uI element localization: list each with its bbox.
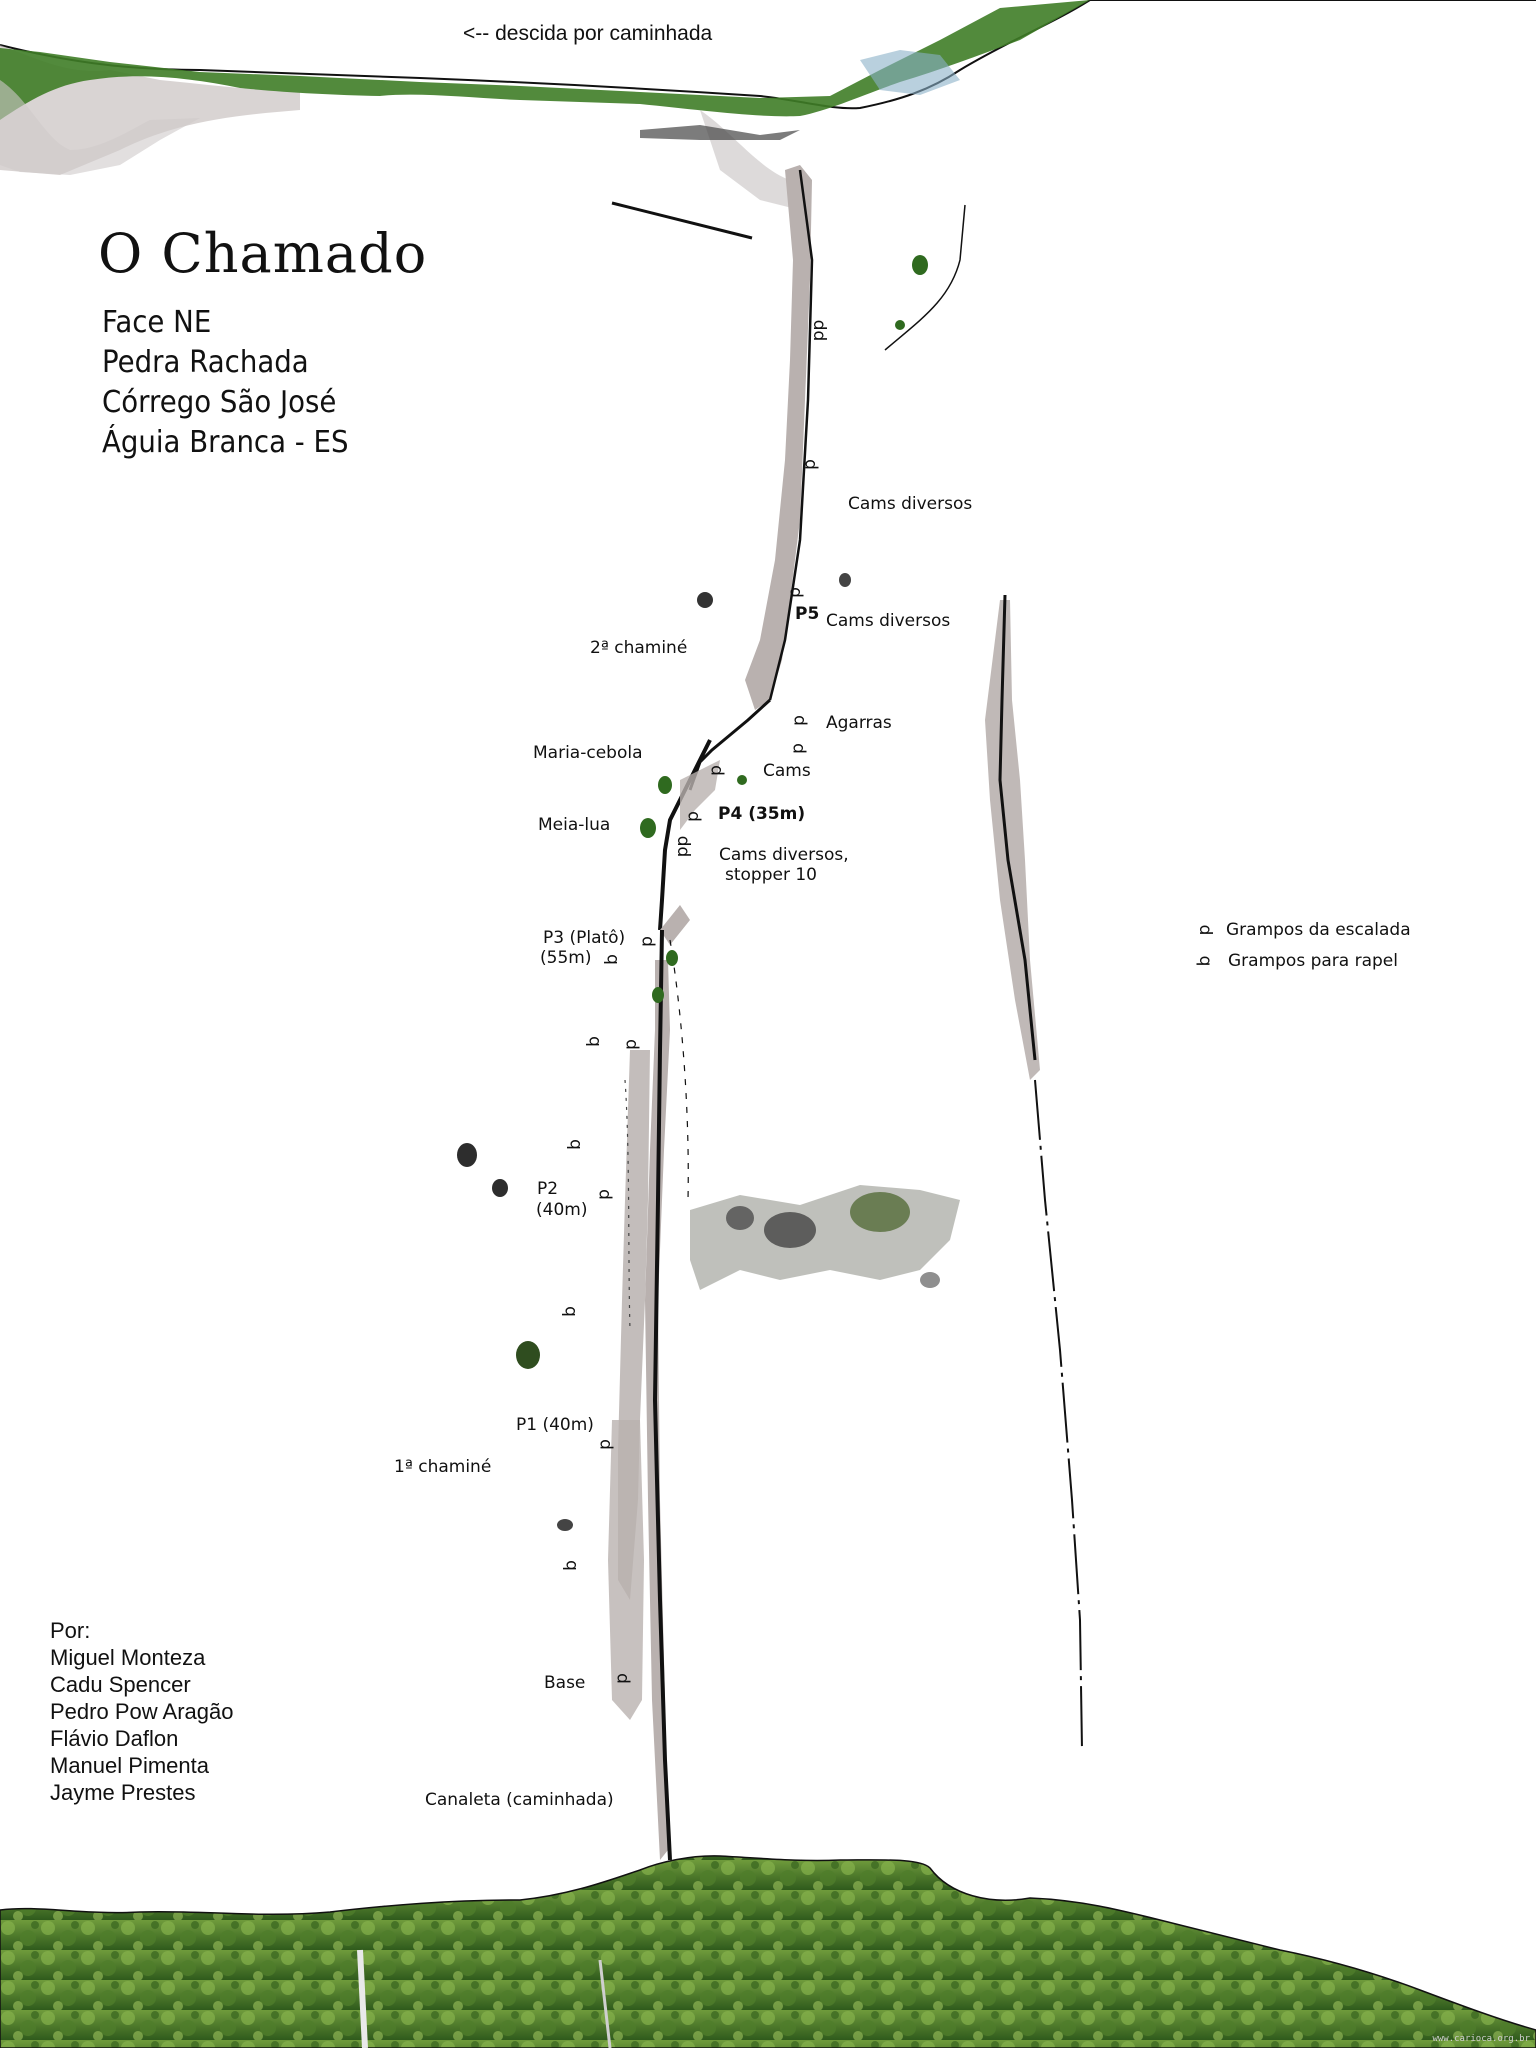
legend-b-text: Grampos para rapel (1228, 951, 1398, 971)
right-crack (985, 595, 1082, 1750)
lower-crack (608, 930, 688, 1860)
legend-p-symbol: p (1194, 925, 1214, 936)
bolt-b-2: b (586, 1036, 603, 1047)
author-name: Cadu Spencer (50, 1672, 191, 1698)
legend-b-symbol: b (1194, 956, 1214, 967)
label-p1: P1 (40m) (516, 1415, 594, 1435)
bolt-p-10: p (597, 1439, 614, 1450)
info-locality: Córrego São José (102, 385, 336, 420)
bolt-b-4: b (562, 1306, 579, 1317)
label-base: Base (544, 1673, 585, 1693)
bolt-p-4: p (790, 743, 807, 754)
label-chimney-2: 2ª chaminé (590, 638, 687, 658)
watermark: www.carioca.org.br (1432, 2034, 1530, 2044)
bolt-b-1: b (604, 954, 621, 965)
legend-p-text: Grampos da escalada (1226, 920, 1411, 940)
label-p3-line1: P3 (Platô) (543, 928, 625, 948)
label-p2-line2: (40m) (536, 1200, 587, 1220)
label-cams: Cams (763, 761, 811, 781)
author-name: Miguel Monteza (50, 1645, 205, 1671)
upper-crack (660, 165, 812, 945)
authors-heading: Por: (50, 1618, 90, 1644)
bolt-p-11: p (614, 1673, 631, 1684)
bolt-p-3: p (791, 715, 808, 726)
label-agarras: Agarras (826, 713, 892, 733)
bolt-b-3: b (567, 1139, 584, 1150)
author-name: Manuel Pimenta (50, 1753, 209, 1779)
author-name: Pedro Pow Aragão (50, 1699, 233, 1725)
bolt-p-6: p (685, 811, 702, 822)
info-city: Águia Branca - ES (102, 425, 348, 460)
author-name: Flávio Daflon (50, 1726, 178, 1752)
label-maria-cebola: Maria-cebola (533, 743, 643, 763)
label-p5: P5 (795, 604, 819, 624)
forest (0, 1856, 1536, 2048)
label-p3-line2: (55m) (540, 948, 591, 968)
bolt-p-9: p (596, 1189, 613, 1200)
descent-note: <-- descida por caminhada (463, 22, 712, 46)
bolt-b-5: b (563, 1560, 580, 1571)
bolt-p-8: p (623, 1039, 640, 1050)
label-p4: P4 (35m) (718, 804, 805, 824)
bolt-p-2: p (787, 587, 804, 598)
label-p2-line1: P2 (537, 1179, 558, 1199)
author-name: Jayme Prestes (50, 1780, 196, 1806)
bolt-p-5: p (708, 765, 725, 776)
bolt-pp-2: pp (674, 836, 691, 858)
label-canaleta: Canaleta (caminhada) (425, 1790, 614, 1810)
info-face: Face NE (102, 305, 211, 340)
label-cams-diversos-p5: Cams diversos (826, 611, 950, 631)
label-meia-lua: Meia-lua (538, 815, 610, 835)
summit-ridge (0, 0, 1536, 210)
info-rock: Pedra Rachada (102, 345, 309, 380)
label-cams-diversos-top: Cams diversos (848, 494, 972, 514)
route-title: O Chamado (98, 222, 427, 285)
label-cams-diversos-p4-line2: stopper 10 (725, 865, 817, 885)
bolt-p-1: p (802, 459, 819, 470)
label-cams-diversos-p4-line1: Cams diversos, (719, 845, 849, 865)
bolt-p-7: p (639, 936, 656, 947)
bolt-pp-1: pp (810, 320, 827, 342)
label-chimney-1: 1ª chaminé (394, 1457, 491, 1477)
mid-ledge (690, 1185, 960, 1290)
